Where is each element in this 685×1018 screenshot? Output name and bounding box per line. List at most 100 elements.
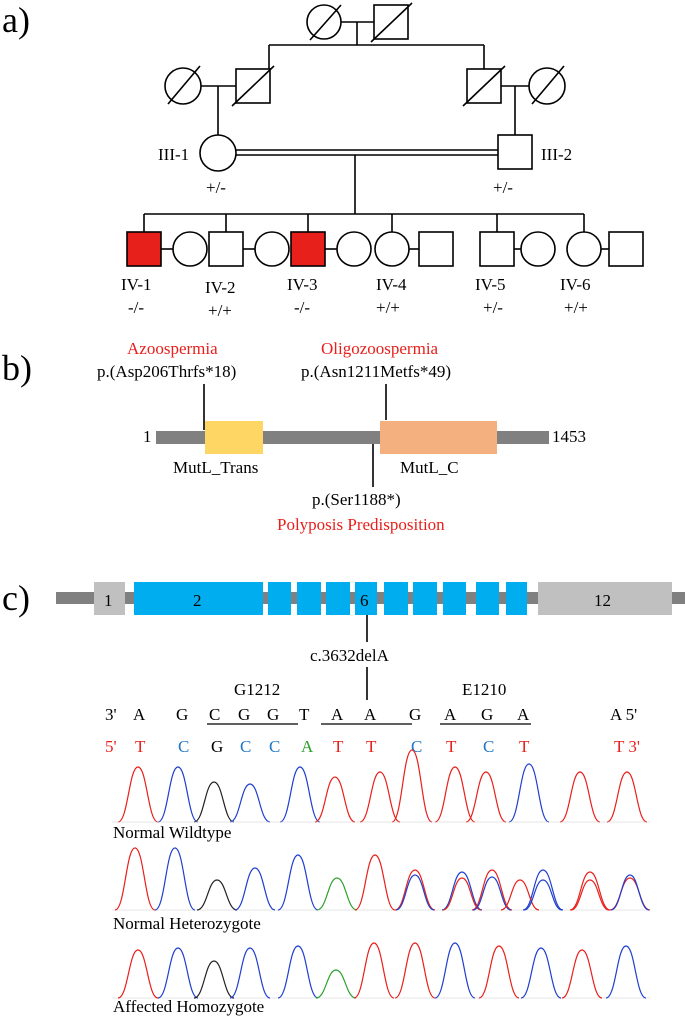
trace2-peak-9 <box>471 869 513 911</box>
iv-4-spouse <box>418 231 454 267</box>
trace3-peak-7 <box>394 942 436 999</box>
iv-4-genotype: +/+ <box>376 298 400 317</box>
pedigree: III-1 +/- III-2 +/- IV-1 -/- IV-2 +/+ IV… <box>121 2 644 320</box>
iv-3-label: IV-3 <box>287 275 318 294</box>
iv-3-affected-male <box>290 231 326 267</box>
top-base-4: G <box>238 705 250 724</box>
top-base-13: A 5' <box>610 705 637 724</box>
iv-3-genotype: -/- <box>294 298 310 317</box>
trace3-peak-10 <box>520 947 562 999</box>
bottom-base-6: A <box>301 737 314 756</box>
top-base-3: C <box>209 705 220 724</box>
top-base-11: G <box>481 705 493 724</box>
trace2-peak-3 <box>234 867 276 911</box>
bottom-base-7: T <box>333 737 344 756</box>
iv-4-female <box>374 231 410 267</box>
var1-label: p.(Asp206Thrfs*18) <box>97 362 236 381</box>
trace3-peak-2 <box>193 960 235 999</box>
trace3-peak-9 <box>478 945 520 999</box>
trace1-peak-12 <box>606 771 648 823</box>
exon-12 <box>538 582 672 615</box>
panel-a-label: a) <box>2 0 30 40</box>
trace2-overlay-peak-6 <box>610 874 650 911</box>
exon-7 <box>384 582 408 615</box>
trace2-peak-0 <box>114 847 156 911</box>
iv-6-genotype: +/+ <box>564 298 588 317</box>
exon-1 <box>94 582 125 615</box>
iv-2-genotype: +/+ <box>208 301 232 320</box>
trace1-peak-4 <box>279 766 321 823</box>
bottom-base-11: C <box>483 737 494 756</box>
trace3-peak-3 <box>229 947 271 999</box>
trace2-peak-11 <box>569 871 611 911</box>
trace3-peak-8 <box>434 942 476 999</box>
domain-mutl-c <box>380 421 497 454</box>
iii-2-genotype: +/- <box>493 178 513 197</box>
trace3-peak-6 <box>353 942 395 999</box>
iii-1-label: III-1 <box>158 145 189 164</box>
exon-2 <box>134 582 263 615</box>
trace3-peak-5 <box>315 969 357 999</box>
trace2-peak-2 <box>196 879 238 911</box>
exon-8 <box>413 582 437 615</box>
trace1-peak-3 <box>229 783 271 823</box>
iii-1-female <box>199 134 237 172</box>
bottom-base-0: 5' <box>105 737 117 756</box>
trace1-peak-11 <box>559 771 601 823</box>
trace1-peak-0 <box>117 766 159 823</box>
trace1-peak-2 <box>193 781 235 823</box>
iii-2-label: III-2 <box>541 145 572 164</box>
exon-2-label: 2 <box>193 591 202 610</box>
trace1-peak-8 <box>434 766 476 823</box>
bottom-base-5: C <box>269 737 280 756</box>
top-base-8: A <box>364 705 377 724</box>
top-base-5: G <box>267 705 279 724</box>
exon-11 <box>506 582 527 615</box>
var2-label: p.(Asn1211Metfs*49) <box>301 362 451 381</box>
iv-3-spouse <box>336 231 372 267</box>
trace1-peak-9 <box>465 771 507 823</box>
var3-label: p.(Ser1188*) <box>312 490 401 509</box>
codon-g1212-label: G1212 <box>234 680 280 699</box>
trace1-peak-7 <box>391 749 433 823</box>
trace-affected-homozygote-label: Affected Homozygote <box>113 997 264 1016</box>
trace1-peak-5 <box>314 776 356 823</box>
codon-e1210-label: E1210 <box>462 680 506 699</box>
protein-start: 1 <box>143 427 152 446</box>
bottom-base-4: C <box>240 737 251 756</box>
iv-1-label: IV-1 <box>121 275 152 294</box>
trace2-peak-7 <box>394 869 436 911</box>
iv-6-spouse <box>608 231 644 267</box>
var2-phenotype: Oligozoospermia <box>321 339 439 358</box>
iii-1-genotype: +/- <box>206 178 226 197</box>
trace3-peak-4 <box>277 945 319 999</box>
chromatograms <box>112 749 651 999</box>
trace3-peak-12 <box>605 945 647 999</box>
gene-structure: 1 2 6 12 c.3632delA G1212 E1210 <box>56 582 685 725</box>
trace2-peak-1 <box>154 847 196 911</box>
bottom-base-2: C <box>178 737 189 756</box>
exon-9 <box>443 582 466 615</box>
trace2-overlay-peak-2 <box>472 876 512 911</box>
trace-normal-heterozygote-label: Normal Heterozygote <box>113 914 261 933</box>
iv-2-male <box>208 231 244 267</box>
exon-12-label: 12 <box>594 591 611 610</box>
domain-mutl-c-label: MutL_C <box>400 458 459 477</box>
exon-6-label: 6 <box>360 591 369 610</box>
trace1-peak-10 <box>508 763 550 823</box>
bottom-base-10: T <box>446 737 457 756</box>
iv-1-affected-male <box>126 231 162 267</box>
iii-2-male <box>497 134 533 170</box>
trace2-overlay-peak-0 <box>395 874 435 911</box>
domain-mutl-trans <box>205 421 263 454</box>
bottom-base-13: T 3' <box>614 737 640 756</box>
trace-normal-wildtype-label: Normal Wildtype <box>113 823 231 842</box>
iv-2-label: IV-2 <box>205 278 236 297</box>
bottom-base-9: C <box>411 737 422 756</box>
bottom-base-8: T <box>366 737 377 756</box>
exon-5 <box>326 582 350 615</box>
trace1-peak-6 <box>359 771 401 823</box>
